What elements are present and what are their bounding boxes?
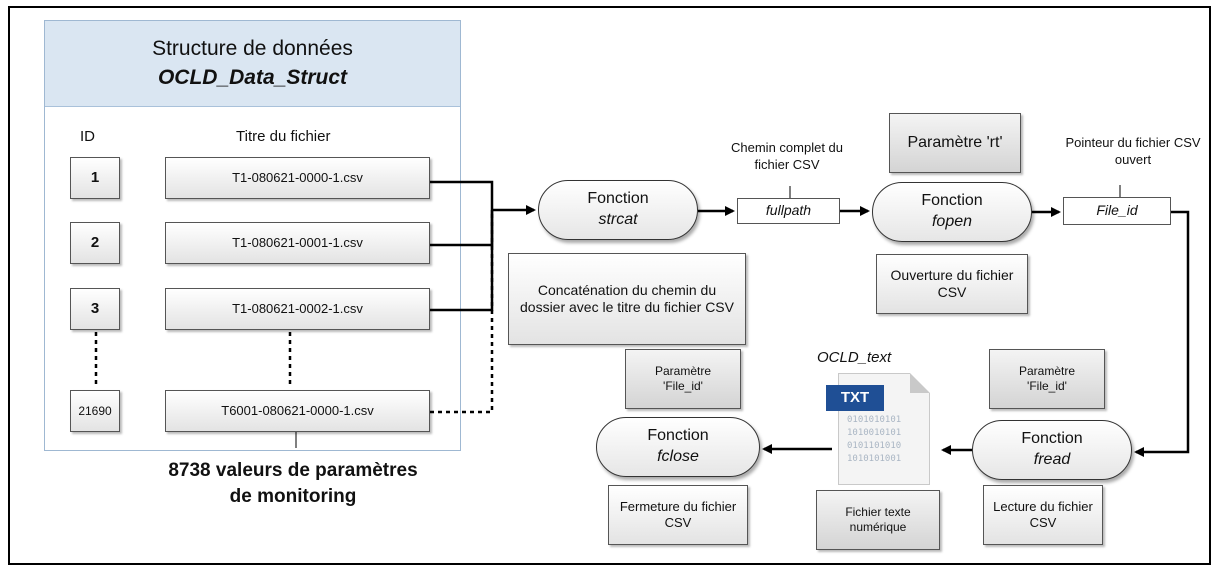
fileid-label: Pointeur du fichier CSV ouvert bbox=[1065, 135, 1201, 167]
fopen-note: Ouverture du fichier CSV bbox=[876, 254, 1028, 314]
fread-note: Lecture du fichier CSV bbox=[983, 485, 1103, 545]
fullpath-box: fullpath bbox=[737, 198, 840, 224]
row-id-2: 2 bbox=[70, 222, 120, 264]
text-file-note: Fichier texte numérique bbox=[816, 490, 940, 550]
row-file-2: T1-080621-0001-1.csv bbox=[165, 222, 430, 264]
row-id-3: 3 bbox=[70, 288, 120, 330]
fclose-function: Fonction fclose bbox=[596, 417, 760, 477]
fclose-parameter: Paramètre 'File_id' bbox=[625, 349, 741, 409]
fclose-note: Fermeture du fichier CSV bbox=[608, 485, 748, 545]
fileid-box: File_id bbox=[1063, 197, 1171, 225]
footer-label: 8738 valeurs de paramètres de monitoring bbox=[118, 458, 468, 509]
txt-badge: TXT bbox=[826, 385, 884, 411]
strcat-function: Fonction strcat bbox=[538, 180, 698, 240]
page-fold-icon bbox=[910, 373, 930, 393]
strcat-name: strcat bbox=[598, 211, 638, 228]
column-header-id: ID bbox=[80, 128, 95, 145]
row-id-last: 21690 bbox=[70, 390, 120, 432]
row-file-3: T1-080621-0002-1.csv bbox=[165, 288, 430, 330]
text-file-title: OCLD_text bbox=[817, 349, 892, 366]
footer-line-1: 8738 valeurs de paramètres bbox=[168, 460, 418, 481]
fopen-function: Fonction fopen bbox=[872, 182, 1032, 242]
row-file-1: T1-080621-0000-1.csv bbox=[165, 157, 430, 199]
row-id-1: 1 bbox=[70, 157, 120, 199]
structure-name: OCLD_Data_Struct bbox=[157, 66, 348, 89]
strcat-note: Concaténation du chemin du dossier avec … bbox=[508, 253, 746, 345]
diagram-frame bbox=[8, 6, 1211, 565]
fread-name: fread bbox=[1033, 451, 1071, 468]
fread-label: Fonction bbox=[1021, 430, 1083, 448]
row-file-last: T6001-080621-0000-1.csv bbox=[165, 390, 430, 432]
strcat-label: Fonction bbox=[587, 190, 649, 208]
fread-function: Fonction fread bbox=[972, 420, 1132, 480]
structure-header: Structure de données OCLD_Data_Struct bbox=[45, 21, 460, 107]
fclose-name: fclose bbox=[657, 448, 699, 465]
fread-parameter: Paramètre 'File_id' bbox=[989, 349, 1105, 409]
structure-title: Structure de données bbox=[152, 37, 353, 60]
column-header-file: Titre du fichier bbox=[236, 128, 331, 145]
fclose-label: Fonction bbox=[647, 427, 709, 445]
fopen-label: Fonction bbox=[921, 192, 983, 210]
fopen-parameter: Paramètre 'rt' bbox=[889, 113, 1021, 173]
fopen-name: fopen bbox=[931, 213, 973, 230]
fullpath-label: Chemin complet du fichier CSV bbox=[731, 140, 843, 172]
footer-line-2: de monitoring bbox=[229, 485, 357, 507]
